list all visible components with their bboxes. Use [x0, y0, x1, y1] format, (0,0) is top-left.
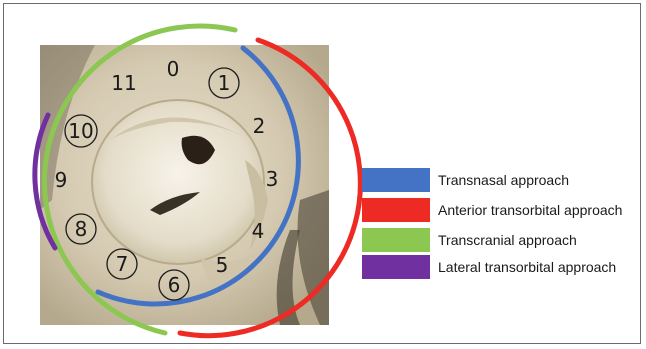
legend-swatch-transcranial	[362, 228, 430, 252]
svg-text:4: 4	[252, 219, 265, 243]
legend-item-transcranial: Transcranial approach	[362, 228, 577, 252]
svg-text:3: 3	[266, 167, 279, 191]
legend-swatch-lateral-transorbital	[362, 255, 430, 279]
region-0-label: 0	[167, 57, 180, 81]
svg-text:1: 1	[218, 71, 231, 95]
region-2-label: 2	[253, 114, 266, 138]
svg-text:7: 7	[116, 252, 129, 276]
svg-text:6: 6	[168, 273, 181, 297]
svg-text:9: 9	[55, 168, 68, 192]
region-10-label: 10	[65, 115, 97, 147]
legend-label-anterior-transorbital: Anterior transorbital approach	[438, 202, 622, 218]
legend-item-lateral-transorbital: Lateral transorbital approach	[362, 255, 616, 279]
legend-swatch-transnasal	[362, 168, 430, 192]
legend-item-transnasal: Transnasal approach	[362, 168, 569, 192]
region-4-label: 4	[252, 219, 265, 243]
legend-label-transnasal: Transnasal approach	[438, 172, 569, 188]
legend-label-lateral-transorbital: Lateral transorbital approach	[438, 259, 616, 275]
region-5-label: 5	[216, 253, 229, 277]
region-3-label: 3	[266, 167, 279, 191]
legend-swatch-anterior-transorbital	[362, 198, 430, 222]
svg-text:10: 10	[68, 119, 93, 143]
svg-text:5: 5	[216, 253, 229, 277]
region-11-label: 11	[111, 71, 136, 95]
legend-item-anterior-transorbital: Anterior transorbital approach	[362, 198, 622, 222]
region-9-label: 9	[55, 168, 68, 192]
svg-text:11: 11	[111, 71, 136, 95]
svg-text:8: 8	[75, 217, 88, 241]
svg-text:0: 0	[167, 57, 180, 81]
legend-label-transcranial: Transcranial approach	[438, 232, 577, 248]
svg-text:2: 2	[253, 114, 266, 138]
